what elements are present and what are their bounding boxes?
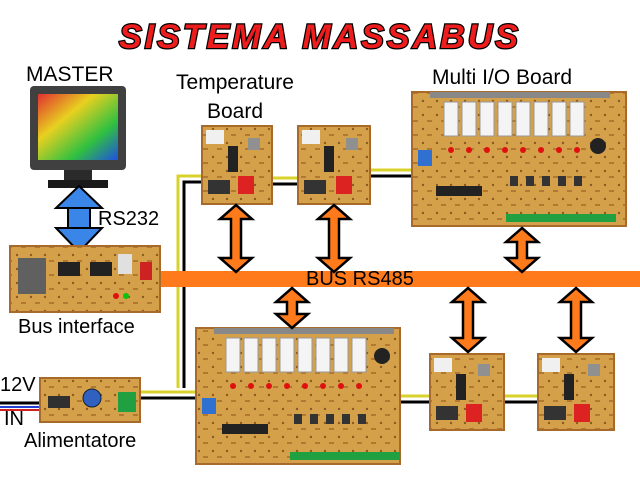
bus-interface-board <box>9 245 161 313</box>
bus-arrows <box>216 203 596 354</box>
rs232-arrow <box>53 184 105 254</box>
multi-io-board-label: Multi I/O Board <box>432 66 573 89</box>
power-in-voltage-label: 12V <box>0 374 36 396</box>
multi-io-board-top <box>411 91 627 227</box>
power-supply-board <box>39 377 141 423</box>
bus-rs485-label: BUS RS485 <box>306 268 414 290</box>
rs232-label: RS232 <box>98 208 160 230</box>
temperature-board-3 <box>429 353 505 431</box>
yellow-wire-top <box>176 174 204 388</box>
bus-interface-label: Bus interface <box>18 316 135 338</box>
power-supply-label: Alimentatore <box>24 430 137 452</box>
temperature-board-2 <box>297 125 371 205</box>
temperature-board-1 <box>201 125 273 205</box>
arrow-temp-board-1 <box>216 203 256 274</box>
temperature-board-label: Temperature Board <box>176 71 294 123</box>
arrow-temp-board-4 <box>556 286 596 354</box>
arrow-multi-io-bottom <box>272 286 312 330</box>
monitor-icon <box>30 86 126 188</box>
arrow-temp-board-3 <box>448 286 488 354</box>
arrow-multi-io-top <box>502 226 542 274</box>
temperature-board-4 <box>537 353 615 431</box>
multi-io-board-bottom <box>195 327 401 465</box>
title: SISTEMA MASSABUS <box>119 18 521 56</box>
master-label: MASTER <box>26 63 114 86</box>
arrow-temp-board-2 <box>314 203 354 274</box>
power-in-label: IN <box>4 408 24 430</box>
bus-rs485-bar <box>150 271 640 287</box>
black-wire-top <box>182 180 204 388</box>
